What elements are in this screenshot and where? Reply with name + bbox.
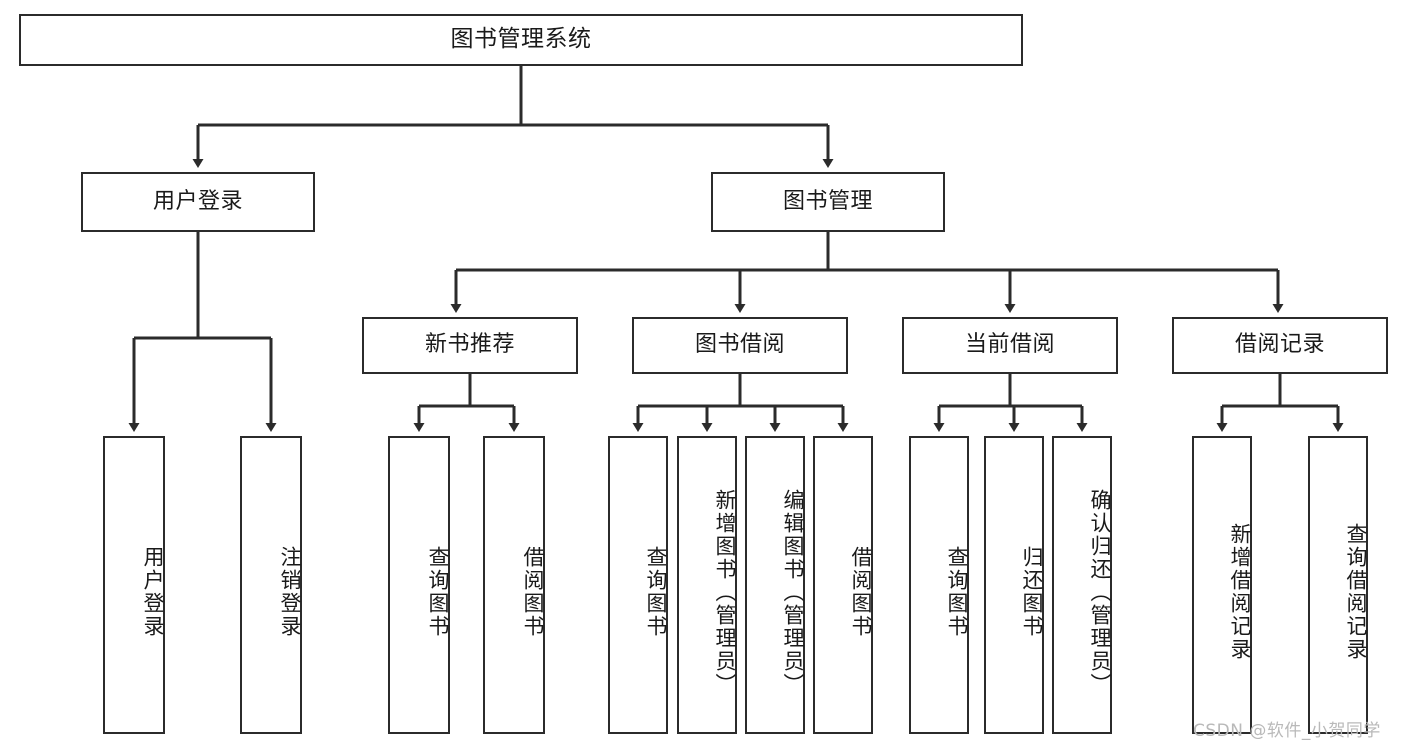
node-label: 借阅图书 <box>849 546 873 638</box>
node-borrow-record[interactable]: 借阅记录 <box>1172 317 1388 374</box>
node-root-system[interactable]: 图书管理系统 <box>19 14 1023 66</box>
node-label: 用户登录 <box>141 546 165 638</box>
node-label: 编辑图书（管理员） <box>781 488 805 696</box>
node-label: 查询图书 <box>945 546 969 638</box>
node-label: 新增借阅记录 <box>1228 523 1252 661</box>
node-leaf-edit-book[interactable]: 编辑图书（管理员） <box>745 436 805 734</box>
node-leaf-borrow-book[interactable]: 借阅图书 <box>813 436 873 734</box>
node-leaf-logout[interactable]: 注销登录 <box>240 436 302 734</box>
node-label: 注销登录 <box>278 546 302 638</box>
node-label: 当前借阅 <box>964 332 1055 358</box>
node-label: 借阅记录 <box>1234 332 1325 358</box>
node-new-book-recommend[interactable]: 新书推荐 <box>362 317 578 374</box>
node-label: 查询图书 <box>644 546 668 638</box>
node-leaf-add-borrow-record[interactable]: 新增借阅记录 <box>1192 436 1252 734</box>
csdn-watermark: CSDN @软件_小贺同学 <box>1193 721 1381 741</box>
node-leaf-confirm-return[interactable]: 确认归还（管理员） <box>1052 436 1112 734</box>
node-leaf-query-book-current[interactable]: 查询图书 <box>909 436 969 734</box>
node-current-borrow[interactable]: 当前借阅 <box>902 317 1118 374</box>
node-leaf-return-book[interactable]: 归还图书 <box>984 436 1044 734</box>
node-label: 新书推荐 <box>424 332 515 358</box>
node-leaf-query-book-recommend[interactable]: 查询图书 <box>388 436 450 734</box>
node-book-borrow[interactable]: 图书借阅 <box>632 317 848 374</box>
node-label: 图书管理系统 <box>450 26 592 53</box>
node-label: 用户登录 <box>152 188 243 214</box>
node-label: 图书借阅 <box>694 332 785 358</box>
node-label: 查询图书 <box>426 546 450 638</box>
node-leaf-query-borrow-record[interactable]: 查询借阅记录 <box>1308 436 1368 734</box>
node-leaf-query-book-borrow[interactable]: 查询图书 <box>608 436 668 734</box>
node-label: 新增图书（管理员） <box>713 488 737 696</box>
node-book-manage[interactable]: 图书管理 <box>711 172 945 232</box>
node-leaf-borrow-book-recommend[interactable]: 借阅图书 <box>483 436 545 734</box>
node-user-login[interactable]: 用户登录 <box>81 172 315 232</box>
node-label: 查询借阅记录 <box>1344 523 1368 661</box>
node-label: 确认归还（管理员） <box>1088 488 1112 696</box>
node-label: 图书管理 <box>782 188 873 214</box>
node-label: 归还图书 <box>1020 546 1044 638</box>
node-leaf-add-book[interactable]: 新增图书（管理员） <box>677 436 737 734</box>
node-label: 借阅图书 <box>521 546 545 638</box>
node-leaf-user-login[interactable]: 用户登录 <box>103 436 165 734</box>
